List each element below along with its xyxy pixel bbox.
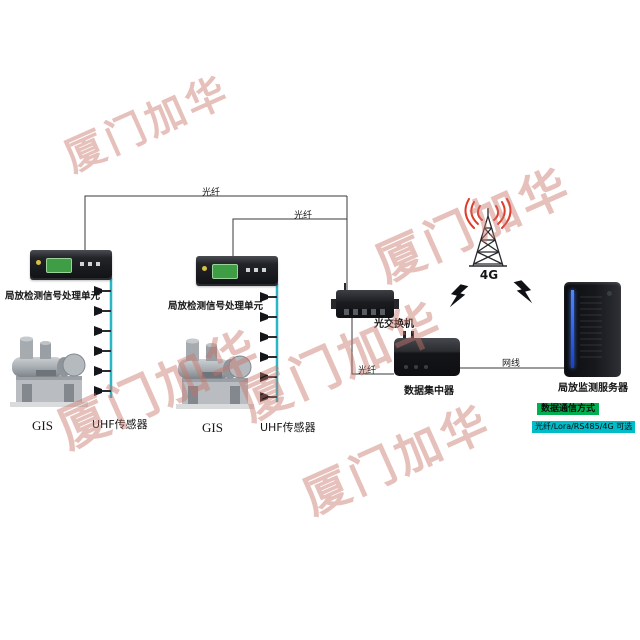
note-line-2: 光纤/Lora/RS485/4G 可选 [532,421,636,433]
lightning-icon [511,278,538,312]
uhf-sensor-icon [93,302,111,316]
port-icon [424,365,428,369]
indicator-led-icon [202,266,207,271]
fiber-line-1 [84,195,347,252]
uhf-sensor-icon [93,322,111,336]
fiber-label-3: 光纤 [358,366,377,376]
uhf-sensor-icon [259,388,277,402]
indicator-led-icon [36,260,41,265]
optical-switch-device [331,283,399,318]
antenna-stub-icon [411,331,414,338]
uhf-sensors-2-label: UHF传感器 [260,421,316,434]
port-icon [80,262,84,266]
port-icon [254,268,258,272]
mounting-ear-icon [331,299,336,309]
uhf-sensors-1-label: UHF传感器 [92,418,148,431]
radio-waves-icon [464,198,512,229]
uhf-sensor-icon [93,362,111,376]
port-icon [262,268,266,272]
uhf-sensor-icon [259,348,277,362]
port-icon [404,365,408,369]
uhf-sensor-icon [259,368,277,382]
fiber-label-2: 光纤 [294,211,313,221]
power-button-icon [607,291,612,296]
antenna-stub-icon [344,283,346,290]
pd-processing-unit-1 [30,250,112,278]
uhf-sensor-icon [93,382,111,396]
port-icon [414,365,418,369]
led-strip-icon [571,290,574,368]
server-label: 局放监测服务器 [558,383,628,394]
lightning-icon [445,282,472,316]
server-tower-device [564,282,621,377]
vent-grille-icon [580,296,602,362]
pd-processing-unit-2 [196,256,278,284]
data-concentrator-label: 数据集中器 [404,386,454,397]
gis-1-label: GIS [32,418,53,433]
uhf-sensor-icon [259,328,277,342]
uhf-sensor-icon [259,288,277,302]
mounting-ear-icon [394,299,399,309]
uhf-sensor-icon [259,308,277,322]
antenna-tower-icon [460,198,516,274]
gis-equipment-photo-2 [172,332,260,420]
pd-unit-2-label: 局放检测信号处理单元 [168,301,264,312]
network-cable-label: 网线 [502,359,521,369]
gis-2-label: GIS [202,420,223,435]
gis-equipment-photo-1 [6,330,94,418]
fiber-label-1: 光纤 [202,188,221,198]
optical-switch-label: 光交换机 [374,319,414,330]
port-row-icon [344,309,386,315]
uhf-sensor-icon [93,342,111,356]
fiber-line-2 [232,218,347,258]
note-line-1: 数据通信方式 [537,403,600,416]
unit-display-screen [46,258,72,273]
communication-note: 数据通信方式 光纤/Lora/RS485/4G 可选 [532,397,636,434]
fiber-line-3 [351,318,394,375]
data-concentrator-device [394,331,460,376]
pd-unit-1-label: 局放检测信号处理单元 [5,291,101,302]
uhf-sensor-icon [93,282,111,296]
antenna-4g-label: 4G [479,268,499,282]
port-icon [96,262,100,266]
port-icon [246,268,250,272]
port-icon [88,262,92,266]
unit-display-screen [212,264,238,279]
antenna-stub-icon [403,331,406,338]
